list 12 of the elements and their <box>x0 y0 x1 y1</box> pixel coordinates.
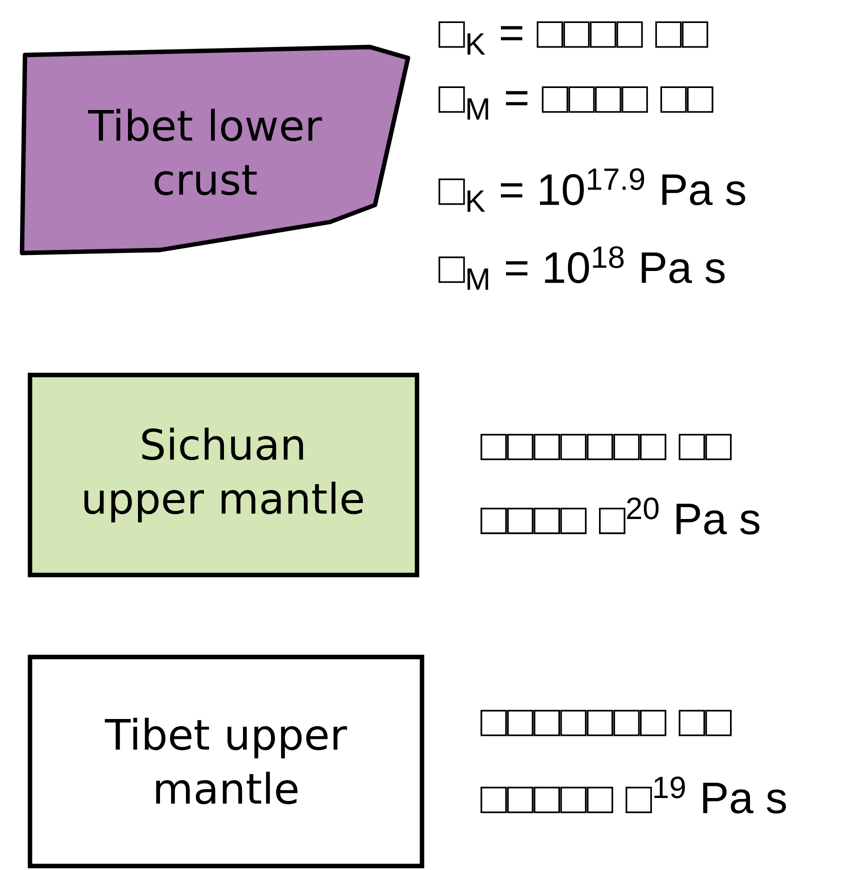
layer-label: Tibet lower crust <box>88 108 322 196</box>
parameter-label: □$_{K}$ = □□□□ □□ <box>438 21 708 55</box>
layer-box <box>28 654 424 868</box>
region-shape <box>20 44 410 256</box>
parameter-label: □□□□□ □$^{19}$ Pa s <box>480 776 786 814</box>
parameter-label: □$_{M}$ = 10$^{18}$ Pa s <box>438 246 725 290</box>
parameter-label: □□□□□□□ □□ <box>480 710 732 736</box>
parameter-label: □□□□□□□ □□ <box>480 434 732 460</box>
layer-label: Tibet upper mantle <box>104 718 348 804</box>
layer-box <box>28 372 420 578</box>
parameter-label: □□□□ □$^{20}$ Pa s <box>480 498 760 534</box>
layer-label: Sichuan upper mantle <box>84 428 363 522</box>
